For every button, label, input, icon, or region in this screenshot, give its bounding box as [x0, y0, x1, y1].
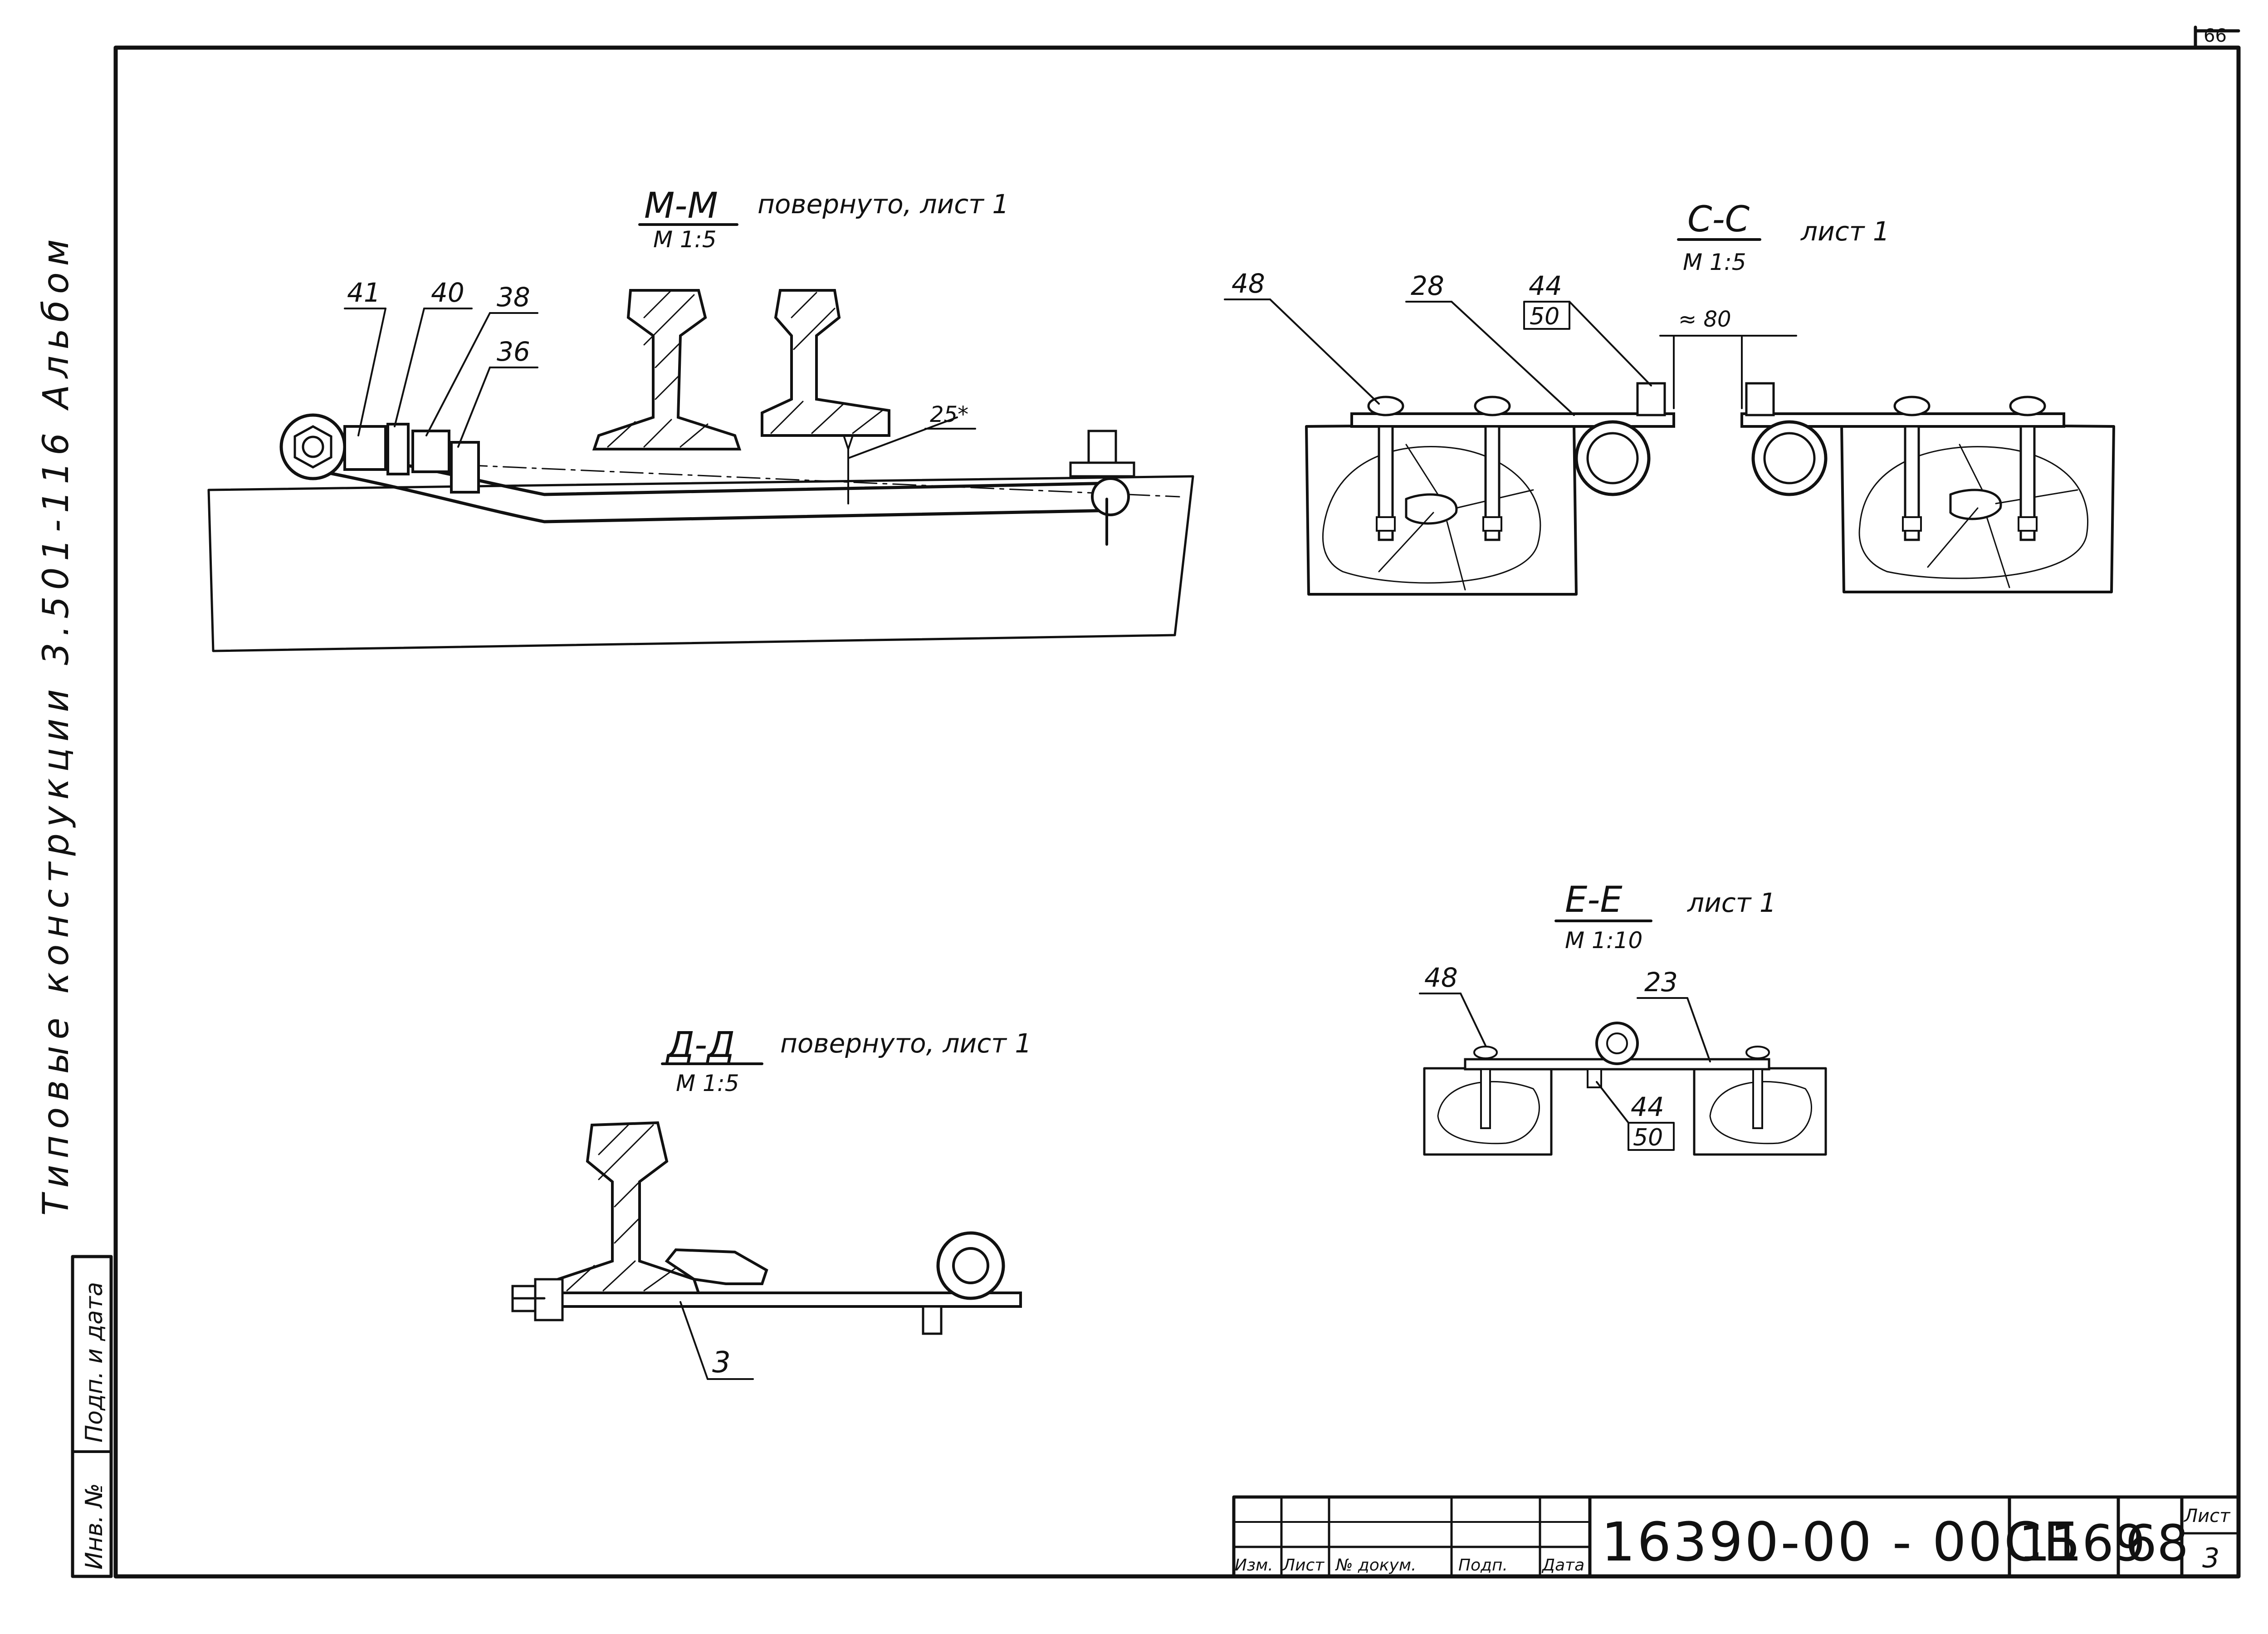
side-stamp: Подп. и дата Инв. №	[71, 1255, 113, 1578]
callout-50-ee: 50	[1633, 1124, 1663, 1151]
section-cc-dimension: ≈ 80	[1678, 307, 1731, 332]
section-mm-dimension: 25*	[930, 402, 968, 427]
col-label-doc: № докум.	[1335, 1556, 1416, 1575]
section-cc: С-С М 1:5 лист 1	[1224, 199, 2115, 596]
col-label-list: Лист	[1282, 1556, 1325, 1575]
callout-40: 40	[431, 277, 464, 308]
drawing-frame: 66	[113, 25, 2241, 1579]
album-side-label: Типовые конструкции 3.501-116 Альбом	[36, 233, 77, 1216]
col-label-izm: Изм.	[1235, 1556, 1273, 1575]
section-ee-scale: М 1:10	[1565, 927, 1642, 954]
callout-41: 41	[347, 277, 381, 308]
callout-44-ee: 44	[1631, 1091, 1664, 1122]
section-ee-note: лист 1	[1687, 887, 1776, 918]
section-mm: М-М М 1:5 повернуто, лист 1	[207, 186, 1194, 652]
callout-44-cc: 44	[1529, 270, 1562, 301]
callout-50-cc: 50	[1530, 303, 1559, 330]
callout-3: 3	[712, 1346, 731, 1380]
section-dd-title: Д-Д	[665, 1025, 735, 1066]
col-label-date: Дата	[1541, 1556, 1584, 1575]
sheet-label: Лист	[2183, 1506, 2231, 1526]
section-ee: Е-Е М 1:10 лист 1 48 23 44 50	[1419, 880, 1827, 1156]
section-cc-title: С-С	[1687, 199, 1750, 240]
doc-number: 16390-00 - 00СБ	[1601, 1511, 2082, 1573]
stamp-sign-date: Подп. и дата	[81, 1282, 108, 1443]
doc-code: 1169	[2019, 1514, 2146, 1572]
section-dd: Д-Д М 1:5 повернуто, лист 1 3	[511, 1025, 1031, 1380]
col-label-sign: Подп.	[1458, 1556, 1508, 1575]
section-mm-scale: М 1:5	[653, 226, 717, 253]
section-mm-note: повернуто, лист 1	[758, 189, 1009, 220]
callout-38: 38	[497, 282, 530, 313]
callout-48-ee: 48	[1424, 962, 1458, 993]
section-dd-note: повернуто, лист 1	[780, 1028, 1031, 1059]
doc-page: 68	[2125, 1514, 2189, 1572]
section-cc-note: лист 1	[1800, 216, 1890, 247]
sheet-value: 3	[2202, 1542, 2219, 1574]
callout-28: 28	[1411, 270, 1444, 301]
section-dd-scale: М 1:5	[676, 1070, 739, 1096]
album-title-text: Типовые конструкции 3.501-116 Альбом	[36, 233, 77, 1216]
callout-23: 23	[1644, 967, 1678, 998]
callout-36: 36	[497, 336, 530, 367]
section-mm-title: М-М	[644, 186, 718, 226]
section-cc-scale: М 1:5	[1683, 249, 1746, 275]
sheet-corner-mark: 66	[2204, 25, 2227, 46]
callout-48-cc: 48	[1232, 268, 1265, 299]
section-ee-title: Е-Е	[1565, 880, 1623, 920]
stamp-inv-no: Инв. №	[81, 1483, 108, 1570]
title-block: Изм. Лист № докум. Подп. Дата 16390-00 -…	[1232, 1495, 2240, 1578]
